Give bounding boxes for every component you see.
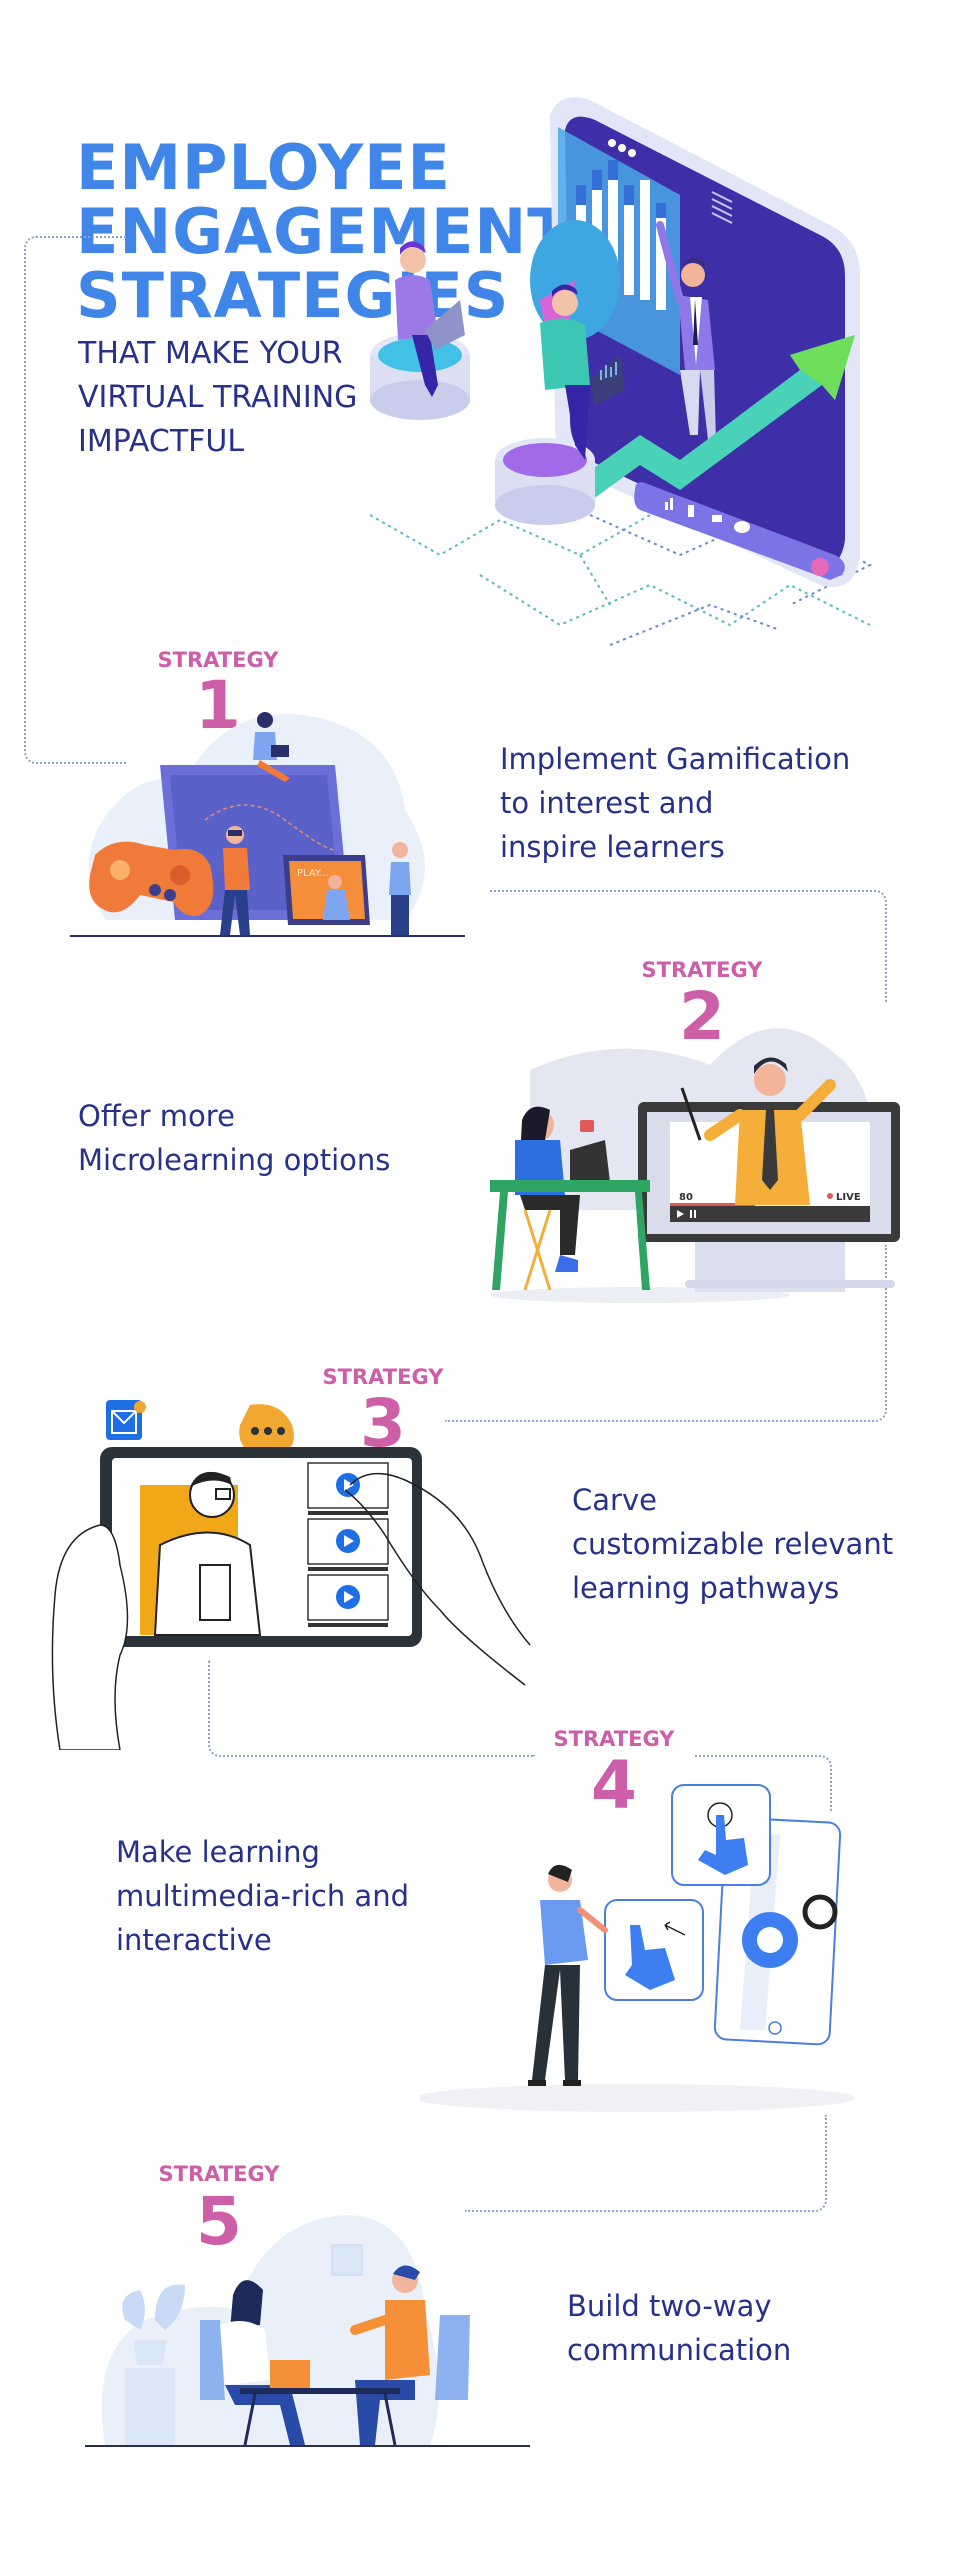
desc-line: Offer more [78, 1099, 235, 1133]
swipe-hand-icon [625, 1921, 686, 1990]
subtitle-line-3: IMPACTFUL [78, 424, 245, 459]
live-badge: LIVE [836, 1192, 861, 1203]
strategy-4-description: Make learning multimedia-rich and intera… [116, 1830, 409, 1962]
touch-interaction-illustration [420, 1770, 860, 2115]
strategy-2-description: Offer more Microlearning options [78, 1094, 390, 1182]
viewer-count: 80 [679, 1192, 693, 1203]
live-lesson-illustration: 80 LIVE [470, 1010, 910, 1310]
desc-line: communication [567, 2333, 792, 2367]
tap-hand-icon [698, 1802, 748, 1875]
video-thumb[interactable] [307, 1462, 389, 1515]
connector-header-to-s1 [24, 236, 126, 764]
gamification-illustration: PLAY... [65, 690, 485, 940]
desc-line: Implement Gamification [500, 742, 851, 776]
title-line-2: ENGAGEMENT [76, 195, 571, 268]
live-dot-icon [827, 1193, 833, 1199]
connector-s4-to-s5 [465, 2115, 827, 2212]
tablet-playlist-illustration [40, 1395, 550, 1750]
strategy-4-number: 4 [591, 1747, 637, 1824]
meeting-illustration [85, 2190, 535, 2450]
strategy-5-description: Build two-way communication [567, 2284, 791, 2372]
page-subtitle: THAT MAKE YOUR VIRTUAL TRAINING IMPACTFU… [78, 332, 357, 464]
gear-small-icon [802, 1894, 838, 1930]
desc-line: customizable relevant [572, 1527, 894, 1561]
connector-s2-to-s3 [445, 1245, 887, 1422]
strategy-3-description: Carve customizable relevant learning pat… [572, 1478, 893, 1610]
strategy-4-label: STRATEGY [553, 1727, 675, 1751]
desc-line: learning pathways [572, 1571, 840, 1605]
desc-line: Build two-way [567, 2289, 772, 2323]
desc-line: inspire learners [500, 830, 725, 864]
connector-s1-to-s2 [490, 890, 887, 1002]
strategy-1-description: Implement Gamification to interest and i… [500, 737, 850, 869]
connector-s3-to-s4-left [208, 1660, 535, 1757]
video-thumb[interactable] [307, 1518, 389, 1571]
desc-line: Microlearning options [78, 1143, 391, 1177]
strategy-3-number: 3 [360, 1385, 406, 1462]
strategy-5-label: STRATEGY [158, 2162, 280, 2186]
subtitle-line-2: VIRTUAL TRAINING [78, 380, 358, 415]
desc-line: to interest and [500, 786, 714, 820]
strategy-3-label: STRATEGY [322, 1365, 444, 1389]
connector-s3-to-s4-right [695, 1755, 832, 1812]
strategy-2-number: 2 [679, 978, 725, 1055]
hero-illustration [350, 85, 950, 665]
strategy-1-label: STRATEGY [157, 648, 279, 672]
play-screen-text: PLAY... [297, 868, 329, 879]
gear-icon [742, 1912, 798, 1968]
desc-line: multimedia-rich and [116, 1879, 409, 1913]
page-title: EMPLOYEE ENGAGEMENT STRATEGIES [76, 136, 571, 328]
chat-bubble-icon [239, 1404, 294, 1475]
title-line-1: EMPLOYEE [76, 131, 451, 204]
desc-line: interactive [116, 1923, 272, 1957]
video-thumb[interactable] [307, 1574, 389, 1627]
title-line-3: STRATEGIES [76, 259, 510, 332]
strategy-2-label: STRATEGY [641, 958, 763, 982]
desc-line: Carve [572, 1483, 657, 1517]
strategy-5-number: 5 [196, 2183, 242, 2260]
play-icon [677, 1210, 684, 1218]
desc-line: Make learning [116, 1835, 320, 1869]
subtitle-line-1: THAT MAKE YOUR [78, 336, 343, 371]
